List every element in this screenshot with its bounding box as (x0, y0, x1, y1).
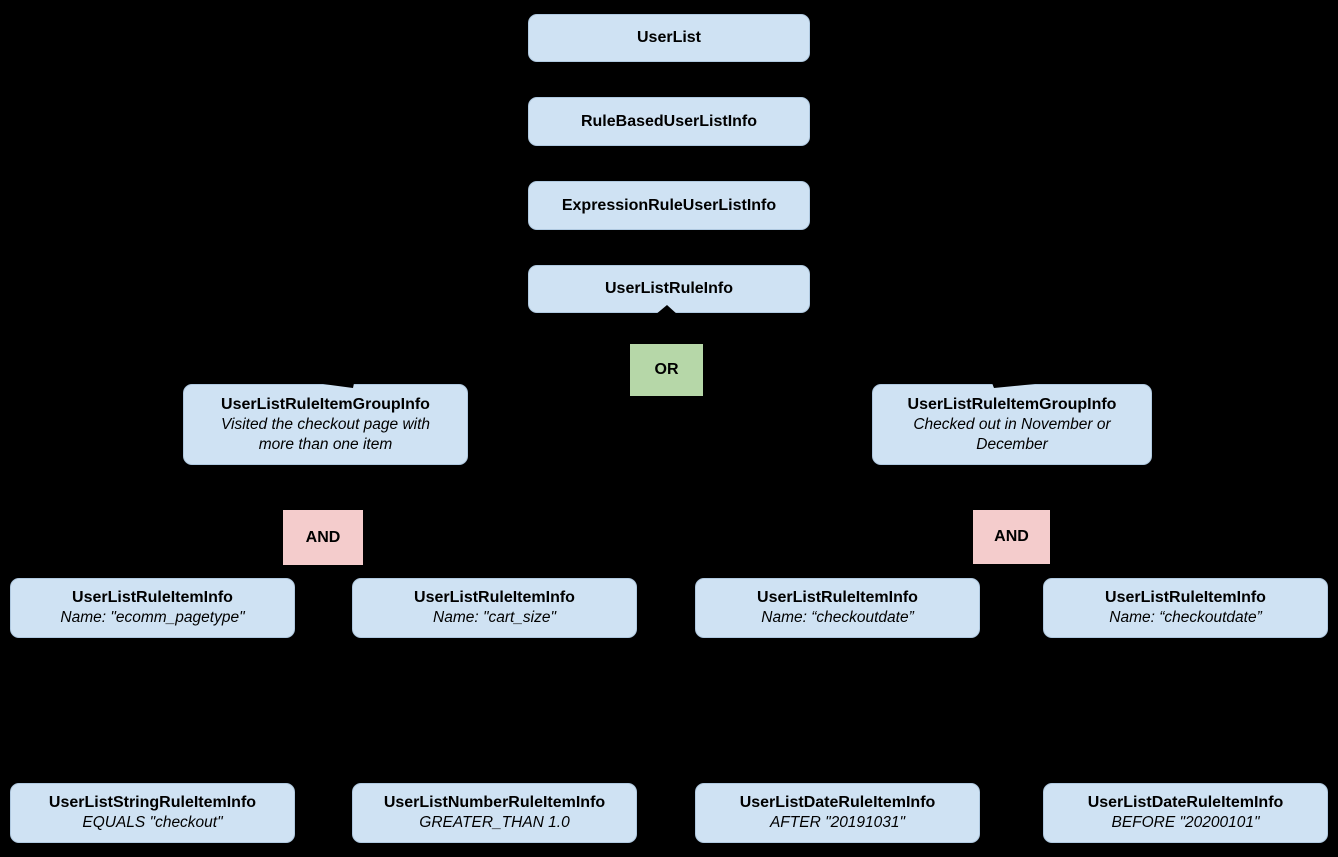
node-rule-item-checkoutdate-1: UserListRuleItemInfo Name: “checkoutdate… (695, 578, 980, 638)
node-date-rule-item-before-subtitle: BEFORE "20200101" (1111, 814, 1260, 831)
node-number-rule-item-title: UserListNumberRuleItemInfo (383, 794, 606, 811)
operator-or-label: OR (654, 361, 679, 378)
node-date-rule-item-after-subtitle: AFTER "20191031" (769, 814, 906, 831)
node-rule-item-group-right-subtitle: Checked out in November or December (913, 415, 1111, 453)
node-rule-item-checkoutdate-1-title: UserListRuleItemInfo (757, 589, 918, 606)
node-rule-item-checkoutdate-2-title: UserListRuleItemInfo (1105, 589, 1266, 606)
node-rule-item-checkoutdate-2-subtitle: Name: “checkoutdate” (1109, 609, 1262, 626)
node-rule-item-cart-size: UserListRuleItemInfo Name: "cart_size" (352, 578, 637, 638)
node-date-rule-item-after: UserListDateRuleItemInfo AFTER "20191031… (695, 783, 980, 843)
node-date-rule-item-before: UserListDateRuleItemInfo BEFORE "2020010… (1043, 783, 1328, 843)
node-rule-item-checkoutdate-2: UserListRuleItemInfo Name: “checkoutdate… (1043, 578, 1328, 638)
node-rule-item-checkoutdate-1-subtitle: Name: “checkoutdate” (761, 609, 914, 626)
operator-and-right: AND (973, 510, 1050, 564)
node-userlist: UserList (528, 14, 810, 62)
node-rulebaseduserlistinfo: RuleBasedUserListInfo (528, 97, 810, 146)
node-userlistruleinfo-label: UserListRuleInfo (604, 280, 733, 297)
node-userlistruleinfo: UserListRuleInfo (528, 265, 810, 313)
node-string-rule-item: UserListStringRuleItemInfo EQUALS "check… (10, 783, 295, 843)
operator-or: OR (630, 344, 703, 396)
node-rule-item-group-right-title: UserListRuleItemGroupInfo (907, 395, 1117, 413)
node-rule-item-group-left-title: UserListRuleItemGroupInfo (221, 395, 430, 413)
node-rule-item-group-right: UserListRuleItemGroupInfo Checked out in… (872, 384, 1152, 465)
node-expressionruleuserlistinfo-label: ExpressionRuleUserListInfo (561, 196, 777, 214)
operator-and-left-label: AND (305, 528, 341, 546)
node-rule-item-group-left: UserListRuleItemGroupInfo Visited the ch… (183, 384, 468, 465)
operator-and-left: AND (283, 510, 363, 565)
node-string-rule-item-subtitle: EQUALS "checkout" (82, 814, 223, 831)
node-rule-item-ecomm-pagetype-title: UserListRuleItemInfo (72, 589, 233, 606)
node-number-rule-item: UserListNumberRuleItemInfo GREATER_THAN … (352, 783, 637, 843)
node-date-rule-item-after-title: UserListDateRuleItemInfo (739, 794, 936, 811)
node-expressionruleuserlistinfo: ExpressionRuleUserListInfo (528, 181, 810, 230)
node-rulebaseduserlistinfo-label: RuleBasedUserListInfo (580, 112, 758, 130)
node-rule-item-ecomm-pagetype-subtitle: Name: "ecomm_pagetype" (60, 609, 245, 626)
node-rule-item-group-left-subtitle: Visited the checkout page with more than… (220, 415, 431, 453)
node-rule-item-cart-size-title: UserListRuleItemInfo (414, 589, 575, 606)
node-number-rule-item-subtitle: GREATER_THAN 1.0 (419, 814, 570, 831)
node-rule-item-cart-size-subtitle: Name: "cart_size" (433, 609, 556, 626)
node-date-rule-item-before-title: UserListDateRuleItemInfo (1087, 794, 1284, 811)
node-rule-item-ecomm-pagetype: UserListRuleItemInfo Name: "ecomm_pagety… (10, 578, 295, 638)
node-userlist-label: UserList (636, 29, 702, 46)
operator-and-right-label: AND (994, 528, 1029, 545)
node-string-rule-item-title: UserListStringRuleItemInfo (48, 794, 257, 811)
